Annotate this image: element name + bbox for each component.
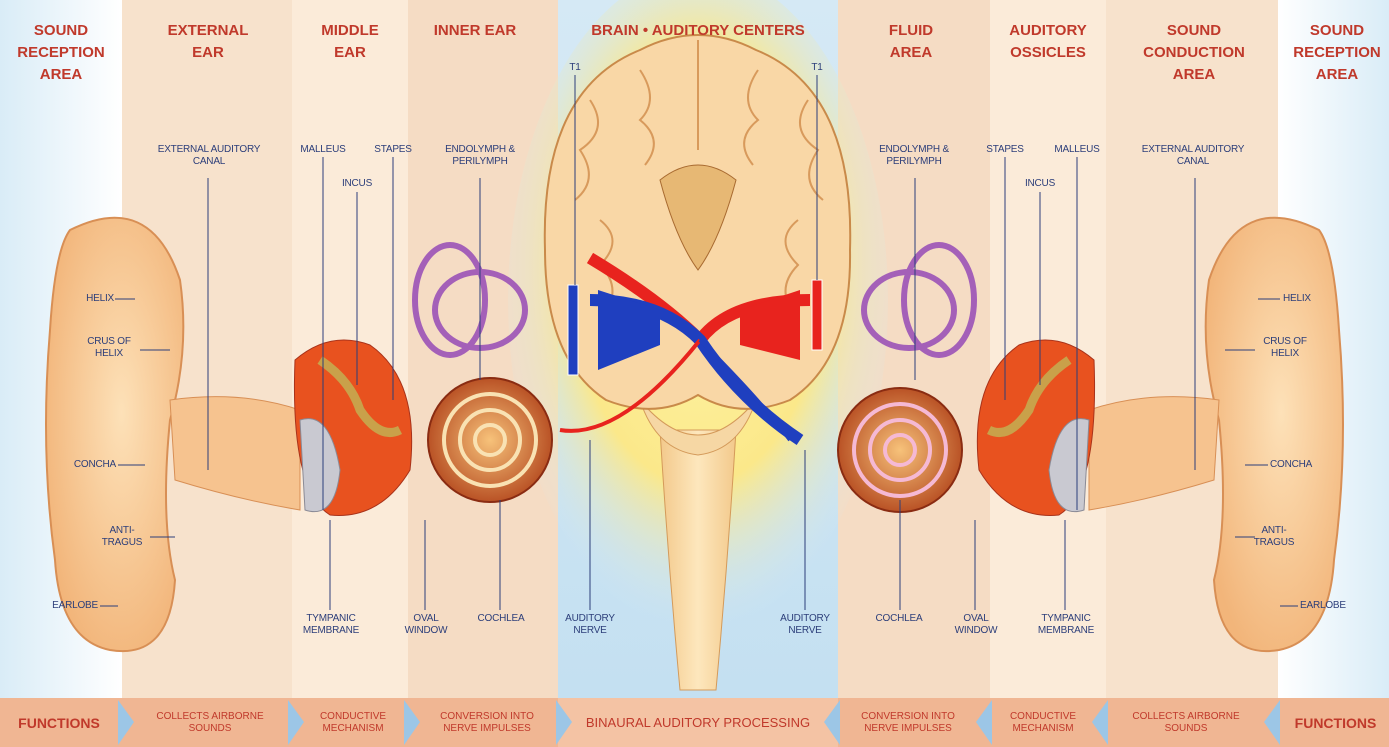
- function-conversion-left: CONVERSION INTO NERVE IMPULSES: [422, 698, 552, 747]
- function-binaural-processing: BINAURAL AUDITORY PROCESSING: [572, 698, 824, 747]
- label-malleus-left: MALLEUS: [294, 144, 352, 156]
- label-crus-of-helix-left: CRUS OF HELIX: [80, 336, 138, 360]
- label-earlobe-left: EARLOBE: [30, 600, 98, 612]
- function-collects-left: COLLECTS AIRBORNE SOUNDS: [140, 698, 280, 747]
- label-concha-left: CONCHA: [60, 459, 116, 471]
- label-auditory-nerve-right: AUDITORY NERVE: [772, 613, 838, 637]
- outer-ear-left: [46, 218, 183, 651]
- outer-ear-right: [1206, 218, 1343, 651]
- ear-canal-left: [170, 397, 300, 510]
- header-inner-ear: INNER EAR: [430, 20, 520, 42]
- header-external-ear: EXTERNAL EAR: [160, 20, 256, 64]
- ear-canal-right: [1089, 397, 1219, 510]
- label-incus-left: INCUS: [337, 178, 377, 190]
- label-malleus-right: MALLEUS: [1048, 144, 1106, 156]
- label-crus-of-helix-right: CRUS OF HELIX: [1256, 336, 1314, 360]
- label-tympanic-membrane-left: TYMPANIC MEMBRANE: [296, 613, 366, 637]
- label-stapes-right: STAPES: [982, 144, 1028, 156]
- label-endolymph-right: ENDOLYMPH & PERILYMPH: [866, 144, 962, 168]
- header-brain: BRAIN • AUDITORY CENTERS: [560, 20, 836, 42]
- functions-label-left: FUNCTIONS: [0, 698, 118, 747]
- label-helix-left: HELIX: [64, 293, 114, 305]
- functions-label-right: FUNCTIONS: [1282, 698, 1389, 747]
- label-anti-tragus-right: ANTI-TRAGUS: [1248, 525, 1300, 549]
- label-concha-right: CONCHA: [1270, 459, 1326, 471]
- label-oval-window-left: OVAL WINDOW: [396, 613, 456, 637]
- header-sound-reception-left: SOUND RECEPTION AREA: [2, 20, 120, 86]
- header-sound-conduction: SOUND CONDUCTION AREA: [1140, 20, 1248, 86]
- header-auditory-ossicles: AUDITORY OSSICLES: [990, 20, 1106, 64]
- auditory-anatomy-illustration: [0, 0, 1389, 698]
- label-oval-window-right: OVAL WINDOW: [946, 613, 1006, 637]
- label-auditory-nerve-left: AUDITORY NERVE: [558, 613, 622, 637]
- label-cochlea-right: COCHLEA: [866, 613, 932, 625]
- label-t1-left: T1: [562, 62, 588, 74]
- brain-stem: [660, 430, 736, 690]
- header-sound-reception-right: SOUND RECEPTION AREA: [1288, 20, 1386, 86]
- function-collects-right: COLLECTS AIRBORNE SOUNDS: [1112, 698, 1260, 747]
- function-conversion-right: CONVERSION INTO NERVE IMPULSES: [844, 698, 972, 747]
- label-external-auditory-canal-right: EXTERNAL AUDITORY CANAL: [1130, 144, 1256, 168]
- header-fluid-area: FLUID AREA: [866, 20, 956, 64]
- label-endolymph-left: ENDOLYMPH & PERILYMPH: [432, 144, 528, 168]
- label-incus-right: INCUS: [1020, 178, 1060, 190]
- function-conductive-left: CONDUCTIVE MECHANISM: [305, 698, 401, 747]
- cochlea-left: [428, 378, 552, 502]
- label-helix-right: HELIX: [1283, 293, 1333, 305]
- label-stapes-left: STAPES: [370, 144, 416, 156]
- label-tympanic-membrane-right: TYMPANIC MEMBRANE: [1030, 613, 1102, 637]
- label-t1-right: T1: [804, 62, 830, 74]
- label-earlobe-right: EARLOBE: [1300, 600, 1368, 612]
- label-cochlea-left: COCHLEA: [468, 613, 534, 625]
- cochlea-right: [838, 388, 962, 512]
- t1-bar-left: [568, 285, 578, 375]
- t1-bar-right: [812, 280, 822, 350]
- function-conductive-right: CONDUCTIVE MECHANISM: [996, 698, 1090, 747]
- label-anti-tragus-left: ANTI-TRAGUS: [96, 525, 148, 549]
- header-middle-ear: MIDDLE EAR: [305, 20, 395, 64]
- label-external-auditory-canal-left: EXTERNAL AUDITORY CANAL: [146, 144, 272, 168]
